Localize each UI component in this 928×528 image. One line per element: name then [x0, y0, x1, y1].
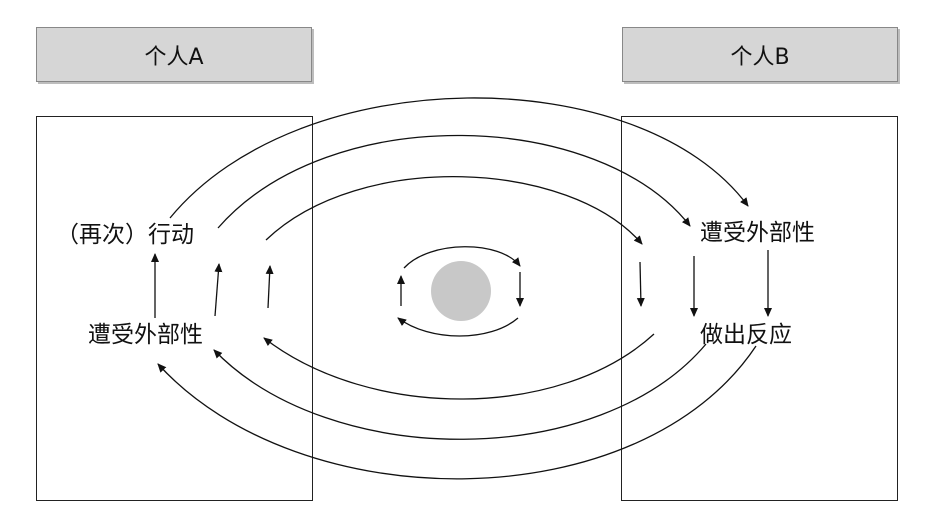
individual-a-exposure-label: 遭受外部性	[88, 322, 203, 348]
individual-a-panel	[36, 116, 313, 501]
arrow-b-down-inner	[636, 261, 645, 307]
arc-top-outer	[169, 97, 749, 219]
individual-b-reaction-label: 做出反应	[700, 322, 792, 348]
individual-a-title: 个人A	[144, 44, 204, 70]
individual-b-title: 个人B	[730, 44, 790, 70]
individual-b-exposure-label: 遭受外部性	[700, 220, 815, 246]
center-loop-bottom	[397, 317, 519, 337]
arc-bottom-middle	[213, 343, 707, 440]
arc-top-inner	[265, 176, 643, 245]
arc-bottom-outer	[157, 345, 757, 480]
individual-b-panel	[621, 116, 898, 501]
arrow-a-up-middle	[214, 263, 223, 317]
arrow-a-up-inner	[265, 265, 274, 309]
center-circle	[431, 261, 491, 321]
individual-b-header: 个人B	[622, 27, 898, 82]
center-loop-top	[403, 246, 521, 269]
individual-a-header: 个人A	[36, 27, 312, 82]
arc-bottom-inner	[263, 333, 655, 400]
individual-a-action-label: （再次）行动	[56, 222, 194, 248]
arc-top-middle	[217, 134, 691, 229]
